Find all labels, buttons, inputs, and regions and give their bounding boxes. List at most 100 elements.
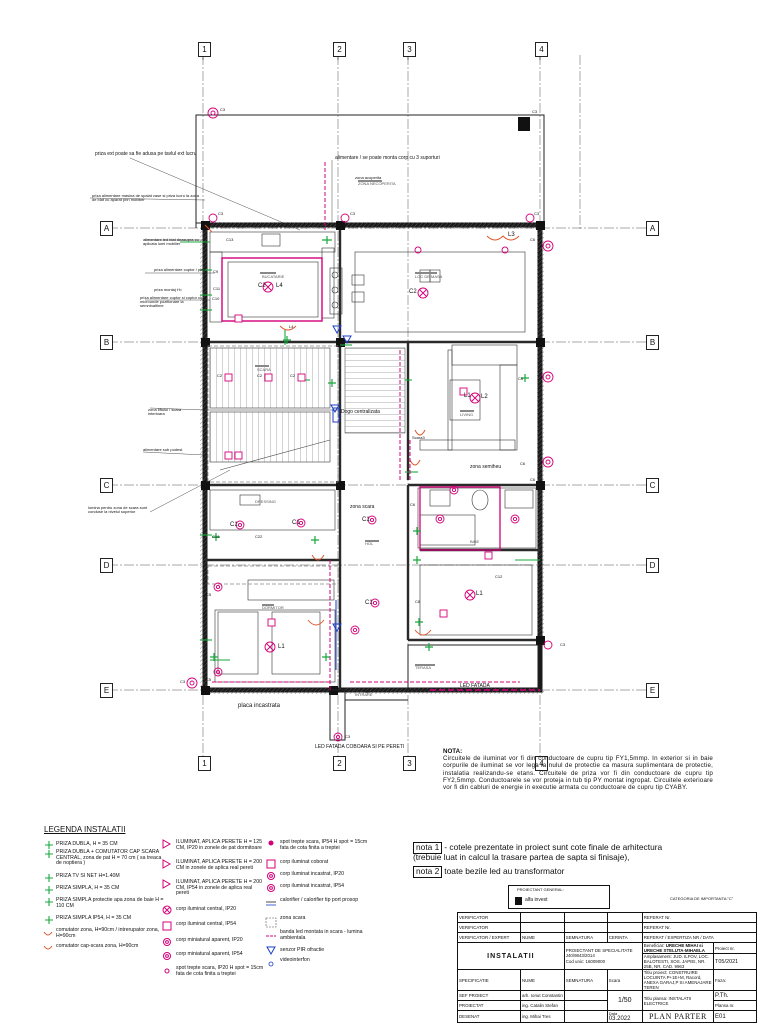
legend-item: PRIZA DUBLA + COMUTATOR CAP SCARA CENTRA… (56, 849, 162, 867)
grid-bottom-4: 4 (535, 756, 548, 771)
fixture-label: C22 (255, 534, 263, 539)
tb-plansa-nr-label: Plansa nr. (713, 1000, 757, 1011)
grid-left-d: D (100, 558, 113, 573)
kitchen-zone-magenta (221, 257, 323, 322)
beneficiar-names: URECHE MIHAI si URECHE STELUTA-MIHAELA (643, 943, 705, 953)
legend-item: corp iluminat coborat (280, 859, 329, 865)
legend-item: corp iluminat central, IP54 (176, 921, 236, 927)
tb-faza-label: Faza: (713, 969, 757, 991)
amplasament-text: JUD. ILFOV, LOC. BALOTESTI, SOS. JAPIEI,… (643, 954, 710, 969)
grid-left-e: E (100, 683, 113, 698)
note-lumina-scara: lumina pentru zona de scara sunt conduse… (88, 505, 148, 515)
grid-bottom-3: 3 (403, 756, 416, 771)
tb-titlu-plansa: Titlu plansa: INSTALATII ELECTRICE (641, 990, 715, 1011)
proiectant-general-label: PROIECTANT GENERAL: (517, 887, 564, 892)
fixture-label: L1 (476, 591, 483, 597)
room-hol: HOL (365, 541, 374, 546)
legend-item: corp iluminat central, IP20 (176, 906, 236, 912)
tb-titlu-proiect: Titlu proiect: CONSTRUIRE LOCUINTA P+1E+… (641, 969, 715, 991)
tb-data: Data 03.2022 (606, 1010, 643, 1023)
fixture-label: C6 (530, 477, 536, 482)
tb-nume: NUME (520, 932, 565, 943)
room-baie: BAIE (470, 539, 480, 544)
legend-item: corp iluminat incastrat, IP54 (280, 883, 345, 889)
fixture-label: C2 (217, 373, 223, 378)
grid-right-d: D (646, 558, 659, 573)
legend: LEGENDA INSTALATII PRIZA DUBLA, H = 35 C… (42, 825, 382, 1006)
axis-bubble-lines (202, 50, 541, 60)
note-zona-lift: zona liftului / scara interioara (148, 407, 182, 417)
note-priza-cuptor: priza alimentare cuptor si cuptor cu mic… (140, 295, 203, 309)
fixture-label: C6 (410, 502, 416, 507)
legend-item: ILUMINAT, APLICA PERETE H = 200 CM, IP54… (176, 879, 262, 897)
tb-company-info: PROIECTANT DE SPECIALITATE J40/9843/2014… (563, 942, 643, 970)
tb-plansa-nr: E01 (713, 1010, 757, 1023)
tb-desenat-name: ing. Mihai Tres (520, 1010, 565, 1023)
fixture-label: C3 (345, 734, 351, 739)
bath-zone (419, 486, 501, 551)
blue-triangles (330, 325, 352, 633)
fixture-label: L1 (464, 393, 471, 399)
room-scara: SCARA (257, 367, 271, 372)
grid-left-a: A (100, 221, 113, 236)
categoria: CATEGORIA DE IMPORTANTA:"C" (670, 896, 734, 901)
tb-verificator-expert: VERIFICATOR / EXPERT (457, 932, 521, 943)
tb-verificator-2: VERIFICATOR (457, 922, 521, 933)
titlu-proiect: CONSTRUIRE LOCUINTA P+1E+M, Racord, ANEX… (643, 970, 712, 990)
grid-left-b: B (100, 335, 113, 350)
company-cui: Cod unic: 16009000 (565, 958, 606, 964)
tb-amplasament: Amplasament: JUD. ILFOV, LOC. BALOTESTI,… (641, 953, 715, 970)
fixture-label: C1 (362, 517, 370, 523)
general-notes: NOTA: Circuitele de iluminat vor fi din … (443, 748, 713, 791)
tb-referat-1: REFERAT Nr. (641, 912, 758, 923)
room-dormitor: DORMITOR (262, 605, 284, 610)
room-bucatarie: BUCATARIE (262, 274, 285, 279)
ceiling-lights (262, 281, 481, 653)
room-living: LIVING (460, 412, 474, 417)
legend-item: ILUMINAT, APLICA PERETE H = 125 CM, IP20… (176, 839, 262, 851)
room-loc-masa: LOC DE MASA (415, 274, 443, 279)
legend-col1-symbols (43, 841, 53, 950)
fixture-label: C2 (409, 289, 417, 295)
fixture-label: C6 (520, 461, 526, 466)
grid-bottom-1: 1 (198, 756, 211, 771)
note-priza-alimentare: priza alimentare cuptor / plita (154, 267, 206, 272)
nota-2-text: toate bezile led au transformator (444, 866, 565, 876)
nota-2-tag: nota 2 (413, 866, 443, 878)
grid-right-b: B (646, 335, 659, 350)
fixture-label: C2 (258, 283, 266, 289)
interior-walls (205, 228, 540, 690)
legend-item: PRIZA TV SI NET H=1.40M (56, 873, 120, 879)
closet-right (419, 564, 533, 636)
label-scara3: Scara3 (412, 435, 425, 440)
fixture-label: C6 (530, 237, 536, 242)
company-id: J40/9843/2014 (565, 953, 595, 959)
grid-bottom-2: 2 (333, 756, 346, 771)
led-strips-magenta (212, 162, 520, 690)
title-block-table: VERIFICATOR REFERAT Nr. VERIFICATOR REFE… (457, 912, 758, 1023)
fixture-label: C5 (206, 677, 212, 682)
tb-beneficiar: Beneficiar: URECHE MIHAI si URECHE STELU… (641, 942, 715, 954)
legend-item: PRIZA DUBLA, H = 35 CM (56, 841, 118, 847)
tb-semnatura-2: SEMNATURA (563, 969, 608, 991)
fixture-label: C1 (365, 600, 373, 606)
label-zona-semiheu: zona semiheu (470, 464, 502, 470)
note-zona-acoperita: zona acoperita (355, 175, 382, 180)
fixture-label: L3 (508, 232, 515, 238)
bedroom-zone (207, 565, 339, 585)
grid-right-c: C (646, 478, 659, 493)
note-priza-masina: priza alimentare masina de spalat vase s… (92, 193, 199, 203)
fixture-label: C3 (532, 109, 538, 114)
fixture-label: C3 (534, 211, 540, 216)
note-alimentare-podest: alimentare sub podest (143, 447, 183, 452)
legend-item: spot trepte scara, IP20 H spot = 15cm fa… (176, 965, 264, 977)
legend-item: PRIZA SIMPLA IP54, H = 35 CM (56, 915, 132, 921)
tb-data-value: 03.2022 (608, 1016, 631, 1022)
tb-sef-name: arh. Ionut Constantin (520, 990, 565, 1001)
fixture-label: C3 (218, 211, 224, 216)
general-notes-text: Circuitele de iluminat vor fi din conduc… (443, 755, 713, 791)
fixture-label: C12 (495, 574, 503, 579)
note-priza-montaj: priza montaj H= (154, 287, 183, 292)
nota-1: nota 1- cotele prezentate in proiect sun… (413, 842, 662, 854)
